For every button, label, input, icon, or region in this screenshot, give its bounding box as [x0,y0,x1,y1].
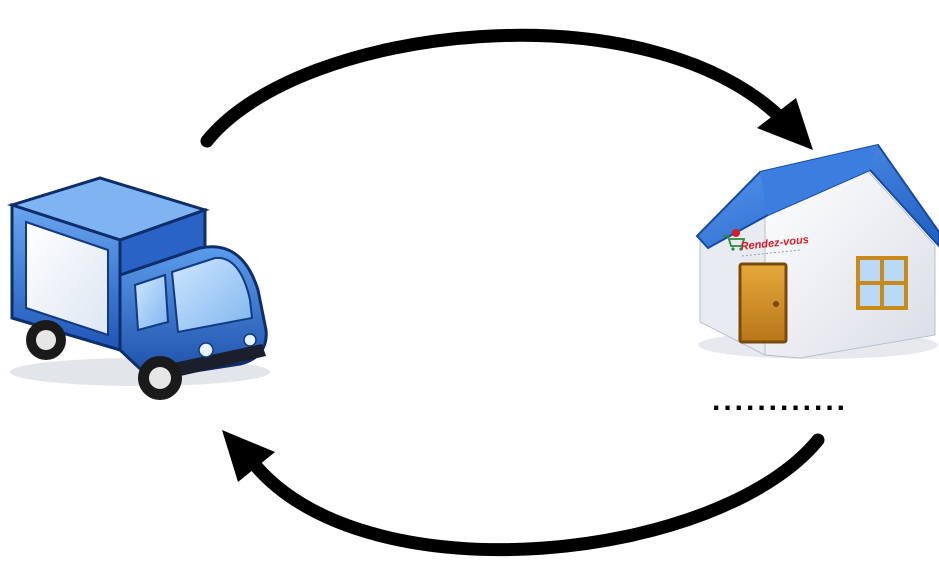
house-window [858,258,906,308]
arrow-to-truck [222,430,818,550]
ellipsis-dots: ............ [712,384,848,417]
house-icon: Rendez-vous [697,145,939,359]
arrow-to-store [207,35,813,150]
delivery-truck-icon [10,178,270,400]
